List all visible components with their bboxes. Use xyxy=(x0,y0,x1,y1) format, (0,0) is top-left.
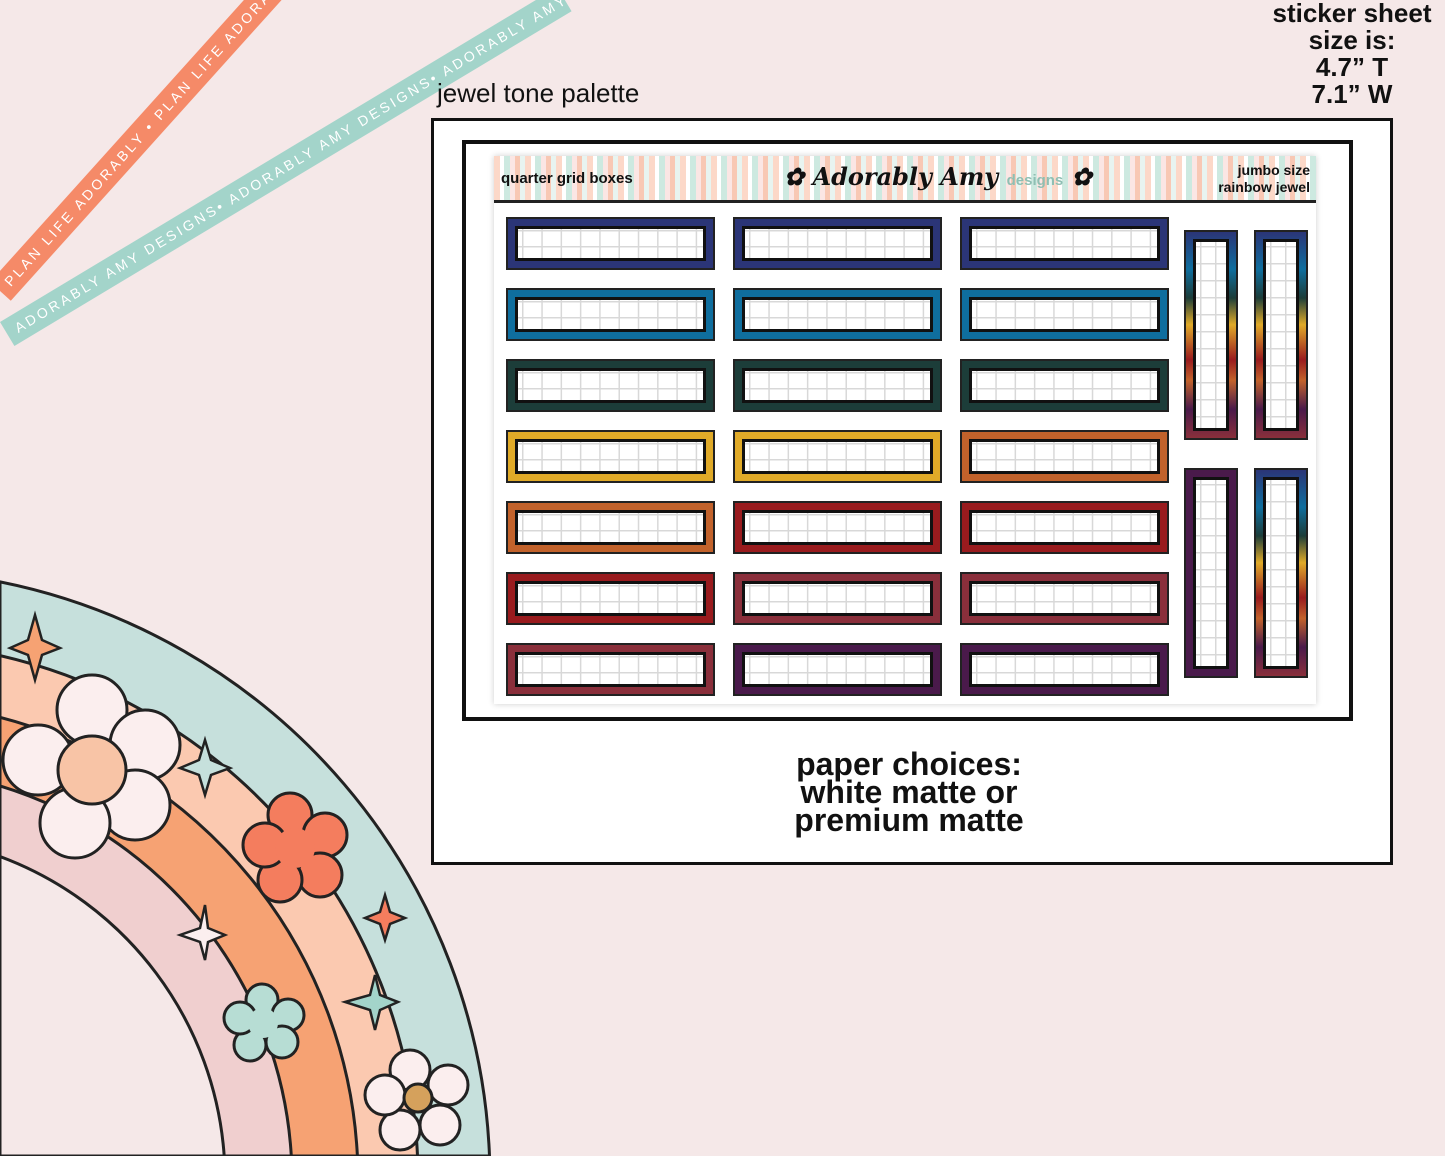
grid-box-sticker xyxy=(733,359,942,412)
grid-box-sticker xyxy=(1184,230,1238,440)
grid-box-sticker xyxy=(733,572,942,625)
size-note-height: 4.7” T xyxy=(1315,52,1389,82)
grid-box-sticker xyxy=(506,572,715,625)
sheet-size-note: sticker sheet size is: 4.7” T 7.1” W xyxy=(1267,0,1437,108)
size-note-line: sticker sheet xyxy=(1272,0,1432,28)
grid-box xyxy=(1193,239,1229,431)
grid-box xyxy=(742,226,933,261)
grid-box-sticker xyxy=(960,359,1169,412)
brand-name: Adorably Amy xyxy=(812,162,999,191)
size-note-line: size is: xyxy=(1308,25,1396,55)
grid-box xyxy=(515,510,706,545)
grid-box-sticker xyxy=(1254,230,1308,440)
paper-option: premium matte xyxy=(794,802,1024,838)
grid-box-sticker xyxy=(506,430,715,483)
grid-box-sticker xyxy=(960,217,1169,270)
grid-box-sticker xyxy=(506,217,715,270)
grid-box xyxy=(969,652,1160,687)
grid-box-sticker xyxy=(733,501,942,554)
grid-box-sticker xyxy=(733,430,942,483)
grid-box xyxy=(742,652,933,687)
rainbow-inner xyxy=(0,854,226,1156)
grid-box xyxy=(742,439,933,474)
grid-box xyxy=(515,297,706,332)
grid-box-sticker xyxy=(960,288,1169,341)
grid-box xyxy=(742,297,933,332)
grid-box xyxy=(969,581,1160,616)
daisy-icon xyxy=(363,1048,470,1152)
grid-box xyxy=(969,439,1160,474)
grid-box xyxy=(969,368,1160,403)
grid-box-sticker xyxy=(506,359,715,412)
grid-box xyxy=(515,581,706,616)
grid-box-sticker xyxy=(733,288,942,341)
grid-box-sticker xyxy=(960,643,1169,696)
grid-box xyxy=(969,510,1160,545)
brand-logo: ✿ Adorably Amy designs ✿ xyxy=(784,162,1092,191)
grid-box xyxy=(1263,239,1299,431)
grid-box xyxy=(515,226,706,261)
color-label: rainbow jewel xyxy=(1218,179,1310,195)
sheet-variant-label: jumbo size rainbow jewel xyxy=(1218,162,1310,196)
grid-box xyxy=(515,439,706,474)
grid-box xyxy=(1193,477,1229,669)
sheet-header: quarter grid boxes ✿ Adorably Amy design… xyxy=(494,156,1316,203)
paper-choices: paper choices: white matte or premium ma… xyxy=(431,746,1387,838)
grid-box xyxy=(515,652,706,687)
grid-box xyxy=(969,297,1160,332)
brand-suffix: designs xyxy=(1006,172,1064,189)
grid-box-sticker xyxy=(960,501,1169,554)
grid-box-sticker xyxy=(1184,468,1238,678)
size-note-width: 7.1” W xyxy=(1311,79,1393,109)
grid-box-sticker xyxy=(960,430,1169,483)
sparkle-icons xyxy=(6,610,409,1031)
grid-box-sticker xyxy=(733,643,942,696)
grid-box-sticker xyxy=(506,643,715,696)
grid-box xyxy=(515,368,706,403)
rainbow-illustration xyxy=(0,580,492,1156)
grid-box-sticker xyxy=(1254,468,1308,678)
grid-box xyxy=(969,226,1160,261)
grid-box-sticker xyxy=(506,501,715,554)
grid-box-sticker xyxy=(733,217,942,270)
sheet-type-label: quarter grid boxes xyxy=(501,170,633,187)
paper-choices-heading: paper choices: xyxy=(796,746,1022,782)
grid-box xyxy=(742,510,933,545)
grid-box-sticker xyxy=(960,572,1169,625)
paper-option: white matte or xyxy=(800,774,1018,810)
grid-box xyxy=(742,581,933,616)
sticker-sheet: quarter grid boxes ✿ Adorably Amy design… xyxy=(494,156,1316,704)
size-label: jumbo size xyxy=(1237,162,1310,178)
grid-box xyxy=(742,368,933,403)
mint-flower-icon xyxy=(222,982,306,1063)
grid-box xyxy=(1263,477,1299,669)
palette-title: jewel tone palette xyxy=(437,78,640,108)
grid-box-sticker xyxy=(506,288,715,341)
smiley-flower-icon xyxy=(1,673,182,860)
coral-flower-icon xyxy=(241,791,349,904)
